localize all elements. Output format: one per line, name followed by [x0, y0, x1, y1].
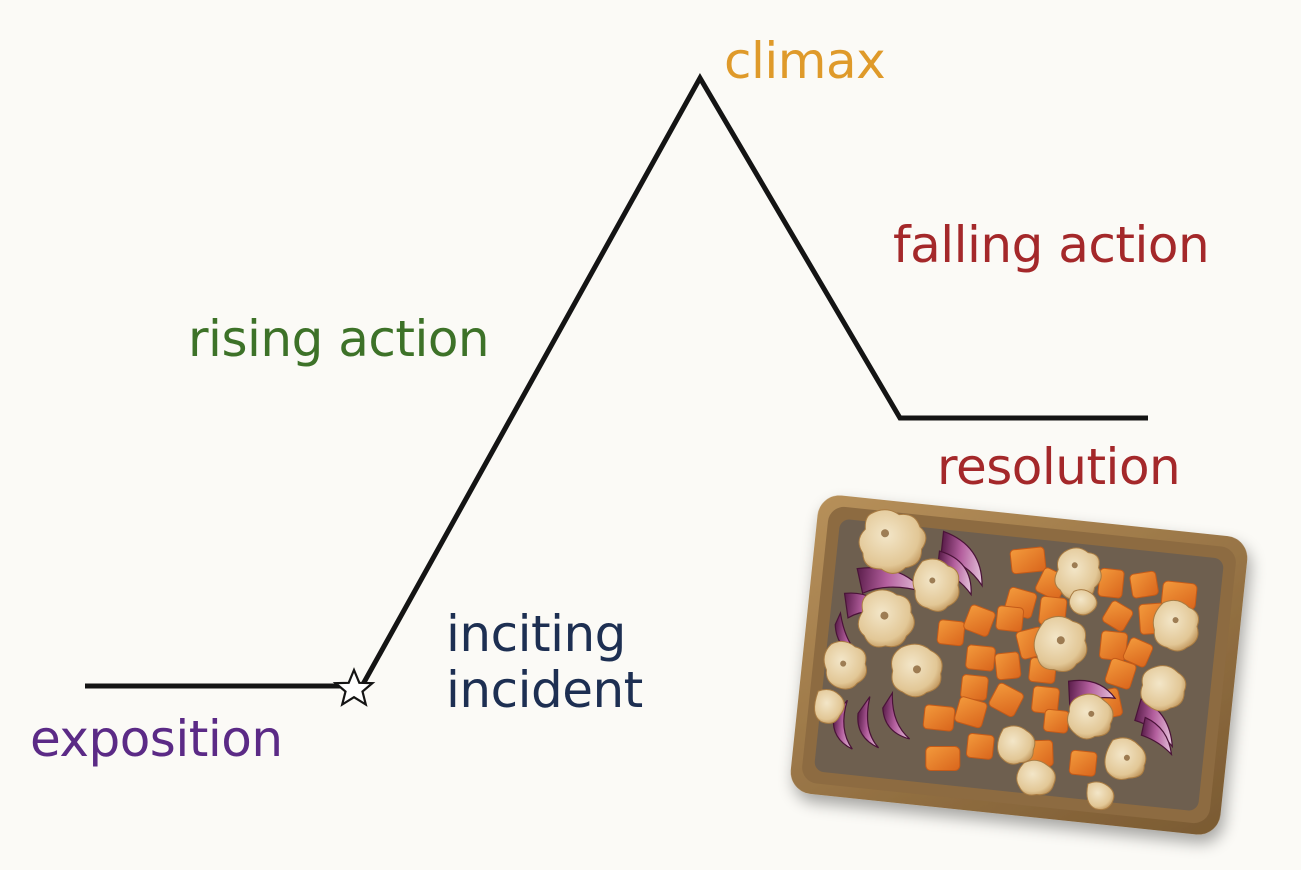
inciting-incident-label: inciting incident — [446, 605, 643, 719]
rising-action-label: rising action — [188, 310, 490, 368]
roast-spots — [840, 529, 1179, 761]
falling-action-label: falling action — [893, 216, 1210, 274]
climax-label: climax — [724, 32, 886, 90]
resolution-label: resolution — [937, 438, 1181, 496]
story-arc-line — [85, 72, 1148, 689]
roasted-vegetables-photo — [790, 495, 1248, 835]
star-icon — [332, 667, 376, 707]
exposition-label: exposition — [30, 710, 283, 768]
